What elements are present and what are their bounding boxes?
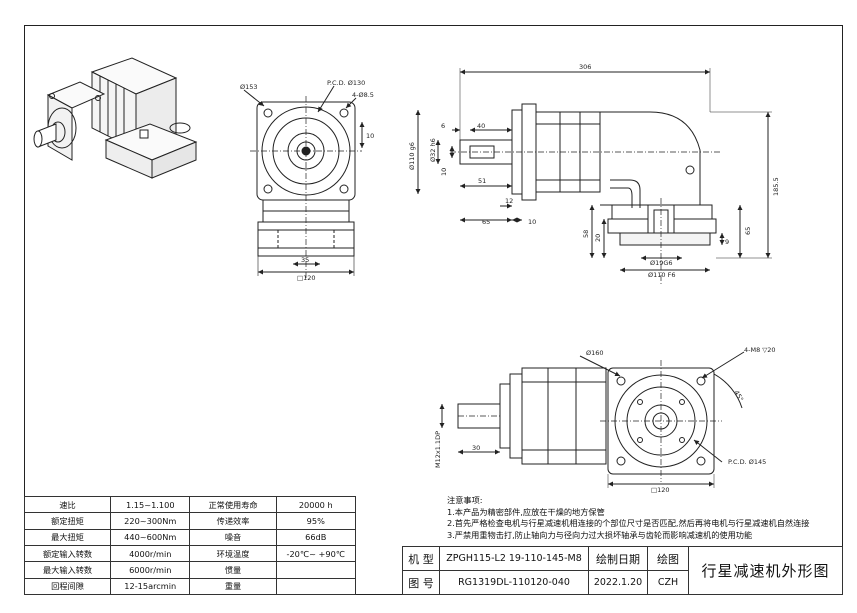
dim-d110g6: Ø110 g6	[408, 142, 416, 170]
dim-45deg: 45°	[732, 389, 745, 403]
model-label: 机 型	[402, 546, 440, 571]
dim-ten-key: 10	[440, 168, 448, 176]
notes-heading: 注意事项:	[447, 495, 483, 505]
spec-label: 速比	[23, 495, 112, 514]
spec-label: 环境温度	[189, 544, 277, 563]
spec-value: 1.15~1.100	[110, 495, 191, 514]
model-value: ZPGH115-L2 19-110-145-M8	[439, 546, 589, 571]
spec-label: 最大扭矩	[23, 528, 112, 546]
spec-value: 6000r/min	[110, 561, 191, 579]
dim-ten-b: 10	[528, 218, 536, 226]
number-value: RG1319DL-110120-040	[439, 570, 589, 595]
side-view-labels: 306 6 40 Ø110 g6 Ø32 h6 10 51 12 65 10 1…	[408, 63, 780, 279]
spec-label: 噪音	[189, 528, 277, 546]
spec-value: 66dB	[275, 528, 357, 546]
dim-six: 6	[441, 122, 445, 130]
spec-label: 重量	[189, 577, 277, 596]
dim-d160: Ø160	[586, 349, 604, 357]
date-value: 2022.1.20	[588, 570, 648, 595]
spec-value: 440~600Nm	[110, 528, 191, 546]
drawing-title: 行星减速机外形图	[688, 546, 843, 595]
dim-35: 35	[301, 256, 309, 264]
dim-185: 185.5	[772, 177, 780, 196]
notes: 注意事项: 1.本产品为精密部件,应放在干燥的地方保管 2.首先严格检查电机与行…	[447, 495, 842, 541]
notes-line-1: 1.本产品为精密部件,应放在干燥的地方保管	[447, 506, 605, 517]
dim-d153: Ø153	[240, 83, 258, 91]
dim-sq120-front: □120	[297, 274, 316, 282]
dim-20: 20	[594, 234, 602, 242]
dim-d19: Ø19G6	[650, 259, 673, 267]
front-view	[243, 85, 365, 280]
number-label: 图 号	[402, 570, 440, 595]
dim-9: 9	[725, 238, 729, 246]
spec-label: 额定扭矩	[23, 512, 112, 530]
dim-forty: 40	[477, 122, 485, 130]
dim-51: 51	[478, 177, 486, 185]
spec-label: 最大输入转数	[23, 561, 112, 579]
dim-306: 306	[579, 63, 591, 71]
spec-value: 95%	[275, 512, 357, 530]
spec-value: 20000 h	[275, 495, 357, 514]
dim-pcd130: P.C.D. Ø130	[327, 79, 365, 87]
dim-holes-m8: 4-M8 ▽20	[744, 346, 776, 354]
spec-label: 额定输入转数	[23, 544, 112, 563]
notes-line-2: 2.首先严格检查电机与行星减速机相连接的个部位尺寸是否匹配,然后再将电机与行星减…	[447, 518, 810, 528]
spec-label: 正常使用寿命	[189, 495, 277, 514]
spec-value: 220~300Nm	[110, 512, 191, 530]
dim-sq120-lower: □120	[651, 486, 670, 494]
isometric-view	[33, 57, 198, 179]
spec-value	[275, 577, 357, 596]
dim-thread: M12x1.1DP	[434, 431, 442, 468]
spec-value: -20℃~ +90℃	[275, 544, 357, 563]
spec-value	[275, 561, 357, 579]
dim-pcd145: P.C.D. Ø145	[728, 458, 766, 466]
spec-label: 惯量	[189, 561, 277, 579]
dim-d110f6: Ø110 F6	[648, 271, 675, 279]
date-label: 绘制日期	[588, 546, 648, 571]
dim-ten-front: 10	[366, 132, 374, 140]
drawer-value: CZH	[647, 570, 689, 595]
dim-65-v: 65	[744, 227, 752, 235]
drawing-frame	[24, 25, 843, 595]
dim-65: 65	[482, 218, 490, 226]
dim-holes-front: 4-Ø8.5	[352, 91, 374, 99]
side-view	[415, 68, 772, 284]
dim-58: 58	[582, 230, 590, 238]
dim-12: 12	[505, 197, 513, 205]
lower-view	[439, 351, 745, 488]
notes-line-3: 3.严禁用重物击打,防止轴向力与径向力过大损坏轴承与齿轮而影响减速机的使用功能	[447, 529, 753, 540]
front-view-labels: Ø153 P.C.D. Ø130 4-Ø8.5 10 35 □120	[240, 79, 374, 282]
spec-label: 回程间隙	[23, 577, 112, 596]
spec-value: 12-15arcmin	[110, 577, 191, 596]
dim-30: 30	[472, 444, 480, 452]
title-block: 机 型 ZPGH115-L2 19-110-145-M8 绘制日期 绘图 行星减…	[402, 546, 843, 595]
spec-value: 4000r/min	[110, 544, 191, 563]
spec-label: 传递效率	[189, 512, 277, 530]
drawer-label: 绘图	[647, 546, 689, 571]
dim-d32h6: Ø32 h6	[429, 138, 437, 162]
